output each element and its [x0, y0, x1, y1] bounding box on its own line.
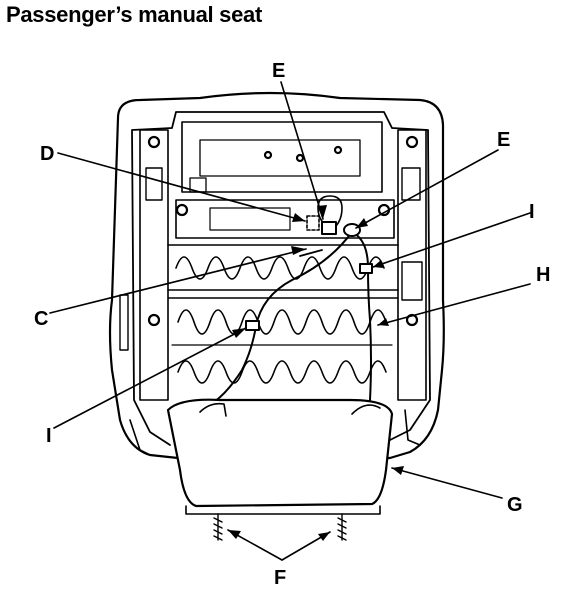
callout-c: C	[34, 308, 48, 330]
callout-g: G	[507, 494, 523, 516]
diagram-title: Passenger’s manual seat	[6, 2, 263, 27]
seat-cushion	[166, 398, 394, 508]
callout-e-right: E	[497, 129, 510, 151]
seat-frame	[131, 111, 431, 446]
callout-e-top: E	[272, 60, 285, 82]
spring-row-upper	[175, 256, 385, 280]
callout-h: H	[536, 264, 550, 286]
middle-crossbar	[175, 199, 395, 239]
seat-back-outline	[108, 91, 445, 460]
connector-e-left	[321, 221, 337, 235]
harness-clip-right	[359, 263, 373, 274]
spring-f-right	[337, 513, 347, 541]
connector-d	[306, 215, 320, 231]
connector-e-right	[343, 223, 361, 237]
callout-i-right: I	[529, 201, 535, 223]
right-side-rail	[397, 129, 427, 401]
callout-f: F	[274, 567, 286, 589]
harness-clip-left	[245, 320, 260, 331]
spring-f-left	[213, 513, 223, 541]
left-side-rail	[139, 129, 169, 401]
upper-back-panel	[181, 121, 383, 193]
callout-i-left: I	[46, 425, 52, 447]
spring-row-lower	[177, 360, 387, 384]
harness-wire-right	[351, 231, 372, 401]
spring-row-middle	[177, 309, 387, 335]
callout-d: D	[40, 143, 54, 165]
